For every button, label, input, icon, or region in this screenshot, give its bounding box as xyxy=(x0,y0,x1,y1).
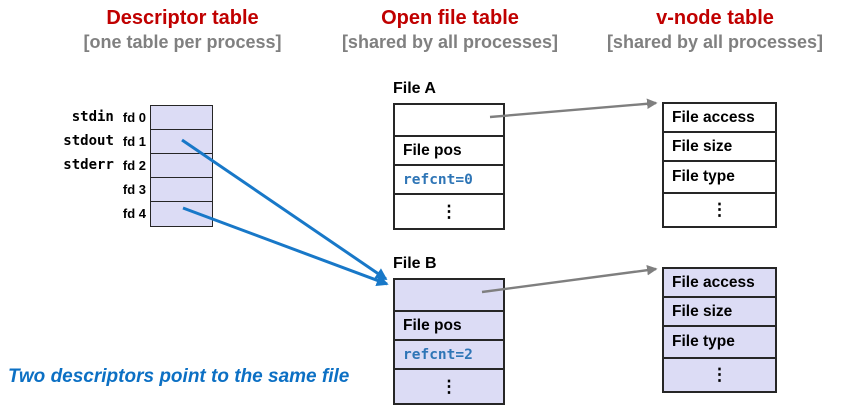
fd3-labels: fd 3 xyxy=(0,177,146,201)
file-a-table: File pos refcnt=0 ⋮ xyxy=(393,103,505,230)
fd4-labels: fd 4 xyxy=(0,201,146,225)
file-a-refcnt-cell: refcnt=0 xyxy=(395,166,503,195)
file-b-filepos-cell: File pos xyxy=(395,312,503,341)
fd2-labels: stderr fd 2 xyxy=(0,153,146,177)
file-a-filepos-cell: File pos xyxy=(395,137,503,166)
vnode-a-access-cell: File access xyxy=(664,104,775,133)
vnode-b-ellipsis-cell: ⋮ xyxy=(711,365,728,384)
vnode-a-size-cell: File size xyxy=(664,133,775,162)
descriptor-table-subtitle: [one table per process] xyxy=(83,32,282,52)
file-a-ellipsis-cell: ⋮ xyxy=(440,201,458,221)
vnode-b-size-cell: File size xyxy=(664,298,775,327)
vnode-table-subtitle: [shared by all processes] xyxy=(606,32,824,52)
fd3-label: fd 3 xyxy=(122,181,146,197)
vnode-b-table: File access File size File type ⋮ xyxy=(662,267,777,393)
file-b-refcnt-cell: refcnt=2 xyxy=(395,341,503,370)
file-b-title: File B xyxy=(393,255,437,272)
fileB-to-vnodeB-arrow xyxy=(481,264,658,294)
open-file-table-title: Open file table xyxy=(381,7,519,29)
fd2-cell xyxy=(151,154,212,178)
file-b-table: File pos refcnt=2 ⋮ xyxy=(393,278,505,405)
stdin-label: stdin xyxy=(71,109,114,125)
fd0-label: fd 0 xyxy=(122,109,146,125)
file-b-pointer-cell xyxy=(395,280,503,312)
vnode-table-header: v-node table [shared by all processes] xyxy=(590,6,840,54)
fd2-label: fd 2 xyxy=(122,157,146,173)
fd1-label: fd 1 xyxy=(122,133,146,149)
fd0-cell xyxy=(151,106,212,130)
fd4-cell xyxy=(151,202,212,226)
fd4-to-fileB-arrow xyxy=(182,206,389,287)
caption-two-descriptors: Two descriptors point to the same file xyxy=(8,366,350,387)
fd1-cell xyxy=(151,130,212,154)
file-a-pointer-cell xyxy=(395,105,503,137)
vnode-table-title: v-node table xyxy=(656,7,774,29)
vnode-a-table: File access File size File type ⋮ xyxy=(662,102,777,228)
file-b-ellipsis-cell: ⋮ xyxy=(440,376,458,396)
stdout-label: stdout xyxy=(63,133,114,149)
fd1-labels: stdout fd 1 xyxy=(0,129,146,153)
open-file-table-header: Open file table [shared by all processes… xyxy=(325,6,575,54)
descriptor-table xyxy=(150,105,213,227)
vnode-a-type-cell: File type xyxy=(664,162,775,194)
fileA-to-vnodeA-arrow xyxy=(489,98,658,119)
vnode-b-access-cell: File access xyxy=(664,269,775,298)
open-file-table-subtitle: [shared by all processes] xyxy=(341,32,559,52)
descriptor-row-labels: stdin fd 0 stdout fd 1 stderr fd 2 fd 3 … xyxy=(0,105,146,225)
fd0-labels: stdin fd 0 xyxy=(0,105,146,129)
fd3-cell xyxy=(151,178,212,202)
fd4-label: fd 4 xyxy=(122,205,146,221)
stderr-label: stderr xyxy=(63,157,114,173)
descriptor-table-header: Descriptor table [one table per process] xyxy=(55,6,310,54)
file-a-title: File A xyxy=(393,80,436,97)
descriptor-table-title: Descriptor table xyxy=(106,7,259,29)
vnode-a-ellipsis-cell: ⋮ xyxy=(711,200,728,219)
vnode-b-type-cell: File type xyxy=(664,327,775,359)
